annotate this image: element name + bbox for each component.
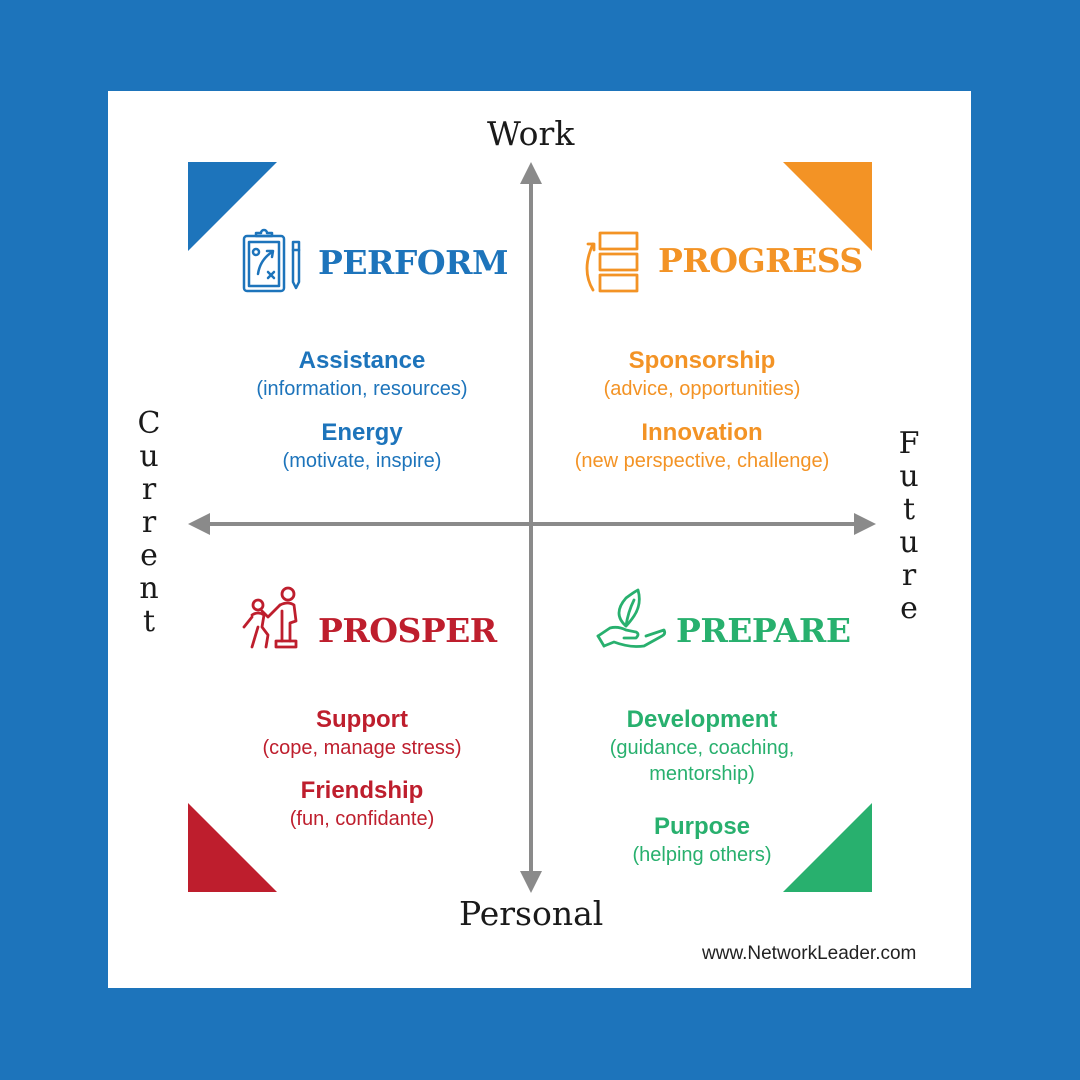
item-heading: Energy: [321, 419, 403, 446]
item-subtext: (cope, manage stress): [262, 737, 462, 759]
item-subtext: (helping others): [632, 844, 772, 866]
quadrant-title-prepare: PREPARE: [676, 611, 851, 650]
letter: t: [902, 492, 916, 527]
item-subtext: (advice, opportunities): [603, 378, 801, 400]
item-innovation: Innovation (new perspective, challenge): [552, 418, 852, 474]
item-support: Support (cope, manage stress): [222, 705, 502, 761]
axis-label-future: F u t u r e: [889, 427, 929, 625]
item-heading: Friendship: [300, 777, 424, 804]
hand-sprout-icon: [596, 588, 667, 648]
quadrant-title-perform: PERFORM: [318, 243, 509, 282]
item-heading: Support: [316, 706, 408, 733]
axis-label-current: C u r r e n t: [129, 407, 169, 638]
item-heading: Development: [626, 706, 778, 733]
corner-triangle-bottom-left: [188, 803, 277, 892]
stacked-blocks-icon: [585, 231, 639, 293]
item-subtext-line2: mentorship): [649, 763, 755, 785]
item-subtext: (fun, confidante): [289, 808, 435, 830]
quadrant-title-progress: PROGRESS: [658, 241, 863, 280]
letter: n: [139, 571, 159, 606]
letter: F: [898, 426, 920, 461]
item-energy: Energy (motivate, inspire): [222, 418, 502, 474]
item-sponsorship: Sponsorship (advice, opportunities): [552, 346, 852, 402]
letter: r: [901, 558, 917, 593]
item-heading: Assistance: [298, 347, 426, 374]
letter: r: [141, 505, 157, 540]
letter: u: [139, 439, 159, 474]
letter: e: [900, 591, 918, 626]
item-heading: Sponsorship: [628, 347, 776, 374]
item-heading: Purpose: [653, 813, 751, 840]
helping-hand-icon: [242, 586, 298, 649]
item-subtext: (guidance, coaching,: [609, 737, 795, 759]
letter: r: [141, 472, 157, 507]
quadrant-title-prosper: PROSPER: [318, 611, 497, 650]
item-assistance: Assistance (information, resources): [222, 346, 502, 402]
clipboard-play-icon: [242, 228, 301, 293]
item-subtext: (new perspective, challenge): [574, 450, 830, 472]
item-heading: Innovation: [641, 419, 763, 446]
axis-label-personal: Personal: [459, 894, 604, 933]
letter: C: [137, 406, 161, 441]
item-subtext: (information, resources): [256, 378, 468, 400]
letter: t: [142, 604, 156, 639]
corner-triangle-top-right: [783, 162, 872, 251]
item-subtext: (motivate, inspire): [282, 450, 442, 472]
letter: u: [899, 525, 919, 560]
letter: u: [899, 459, 919, 494]
corner-triangle-bottom-right: [783, 803, 872, 892]
axis-label-work: Work: [487, 114, 575, 153]
item-purpose: Purpose (helping others): [552, 812, 852, 868]
letter: e: [140, 538, 158, 573]
item-friendship: Friendship (fun, confidante): [222, 776, 502, 832]
website-link[interactable]: www.NetworkLeader.com: [702, 943, 917, 964]
item-development: Development (guidance, coaching, mentors…: [552, 705, 852, 787]
